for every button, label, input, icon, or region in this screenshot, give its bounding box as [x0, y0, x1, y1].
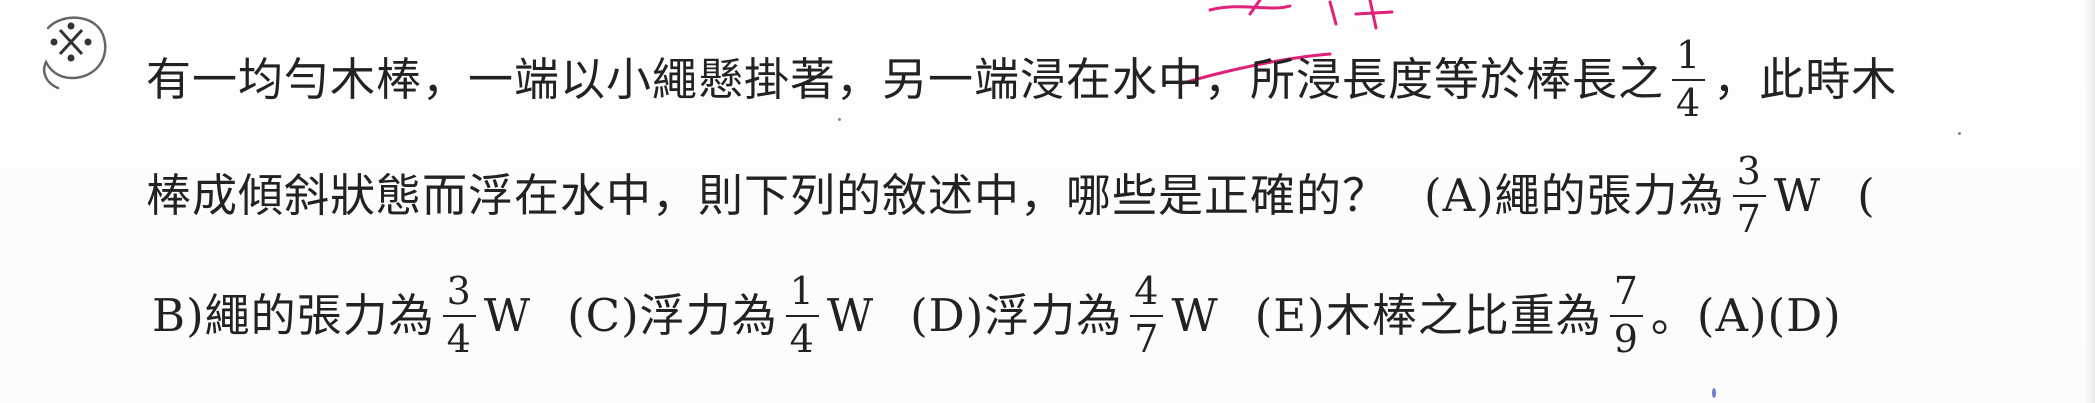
option-b-fraction: 3 4	[442, 269, 476, 361]
option-a-unit: W	[1773, 169, 1822, 223]
fraction-one-quarter: 1 4	[1672, 33, 1706, 125]
question-line-3: B)繩的張力為 3 4 W (C)浮力為 1 4 W (D)浮力為 4 7 W …	[152, 269, 1842, 361]
fraction-numerator: 3	[1736, 149, 1762, 193]
fraction-bar	[1732, 194, 1766, 197]
fraction-bar	[1609, 314, 1643, 317]
question-line-1: 有一均勻木棒，一端以小繩懸掛著，另一端浸在水中，所浸長度等於棒長之 1 4 ，此…	[146, 33, 1898, 125]
fraction-bar	[785, 314, 819, 317]
scan-speck	[1958, 132, 1961, 135]
option-e-fraction: 7 9	[1609, 269, 1643, 361]
fraction-denominator: 7	[1736, 196, 1762, 241]
option-b-label: B)繩的張力為	[152, 289, 435, 343]
fraction-denominator: 4	[1676, 80, 1702, 125]
fraction-bar	[1130, 314, 1164, 317]
trailing-paren: (	[1857, 169, 1876, 223]
option-a-label: (A)繩的張力為	[1424, 169, 1725, 223]
option-e-label: (E)木棒之比重為	[1254, 289, 1602, 343]
option-a-fraction: 3 7	[1732, 149, 1766, 241]
option-b-unit: W	[483, 289, 532, 343]
question-text-2: 棒成傾斜狀態而浮在水中，則下列的敘述中，哪些是正確的？	[146, 169, 1389, 223]
fraction-denominator: 7	[1134, 316, 1160, 361]
scan-speck	[1712, 388, 1716, 398]
option-d-fraction: 4 7	[1130, 269, 1164, 361]
question-line-2: 棒成傾斜狀態而浮在水中，則下列的敘述中，哪些是正確的？ (A)繩的張力為 3 7…	[146, 149, 1876, 241]
option-d-label: (D)浮力為	[910, 289, 1123, 343]
answer-text: 。(A)(D)	[1650, 289, 1842, 343]
fraction-denominator: 9	[1613, 316, 1639, 361]
fraction-bar	[1672, 78, 1706, 81]
option-c-unit: W	[826, 289, 875, 343]
fraction-numerator: 1	[789, 269, 815, 313]
fraction-denominator: 4	[446, 316, 472, 361]
circled-x-mark-icon	[42, 16, 107, 90]
fraction-numerator: 4	[1134, 269, 1160, 313]
scan-speck	[838, 118, 841, 121]
option-c-label: (C)浮力為	[567, 289, 778, 343]
fraction-bar	[442, 314, 476, 317]
fraction-denominator: 4	[789, 316, 815, 361]
question-text-1: 有一均勻木棒，一端以小繩懸掛著，另一端浸在水中，所浸長度等於棒長之	[146, 53, 1665, 107]
fraction-numerator: 3	[446, 269, 472, 313]
handwritten-annotation-icon	[1180, 0, 1394, 86]
question-text-1-tail: ，此時木	[1713, 53, 1898, 107]
option-d-unit: W	[1171, 289, 1219, 343]
fraction-numerator: 1	[1676, 33, 1702, 77]
option-c-fraction: 1 4	[785, 269, 819, 361]
page-edge-shadow	[2083, 0, 2095, 403]
fraction-numerator: 7	[1613, 269, 1639, 313]
